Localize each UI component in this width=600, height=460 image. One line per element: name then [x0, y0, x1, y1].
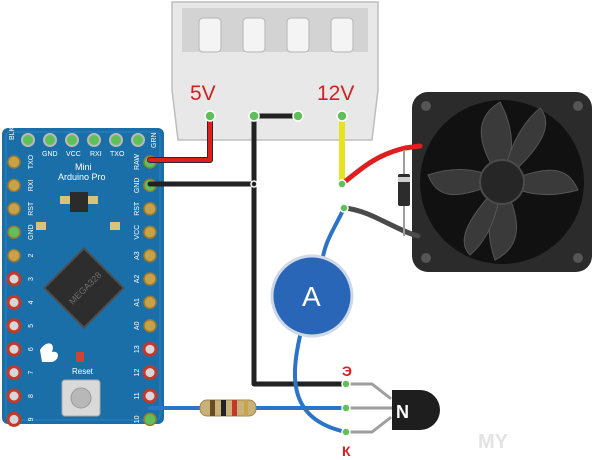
right-pin	[143, 272, 157, 286]
left-pin-label: 7	[28, 371, 35, 375]
top-pin-label: GRN	[151, 132, 158, 148]
diode	[398, 174, 410, 206]
right-pin	[142, 365, 158, 381]
top-pin-label: RXI	[90, 151, 102, 158]
right-pin	[142, 388, 158, 404]
smd-component	[60, 196, 70, 204]
left-pin	[7, 178, 21, 193]
wires	[147, 113, 423, 434]
npn-transistor: N Э К	[342, 363, 440, 459]
left-pin-label: 8	[28, 394, 35, 398]
left-pin-label: 5	[28, 324, 35, 328]
wire-fan-black	[341, 205, 421, 239]
junction-points	[204, 110, 351, 437]
right-pin-label: A2	[134, 275, 141, 284]
led	[76, 352, 84, 362]
power-connector: 5V 12V	[171, 1, 379, 141]
left-pin-label: 6	[28, 347, 35, 351]
emitter-label: Э	[342, 363, 352, 379]
right-pin-label: A1	[134, 298, 141, 307]
smd-component	[110, 222, 120, 230]
reset-label: Reset	[72, 367, 94, 376]
right-pin-label: 11	[134, 392, 141, 399]
left-pin-label: 3	[28, 277, 35, 281]
left-pin-header: TXO RXI RST GND 2 3 4 5 6 7 8 9	[6, 154, 35, 427]
wire-ammeter-collector	[293, 334, 348, 434]
wire-gnd-emitter	[251, 181, 349, 387]
right-pin	[143, 248, 157, 263]
left-pin-label: GND	[28, 224, 35, 240]
ammeter: A	[270, 254, 354, 338]
label-12v: 12V	[317, 82, 354, 105]
sparkfun-logo-icon	[40, 343, 58, 362]
voltage-regulator	[70, 192, 88, 212]
left-pin	[7, 225, 21, 239]
resistor	[199, 399, 257, 417]
right-pin	[143, 295, 157, 310]
left-pin-label: 4	[28, 300, 35, 304]
right-pin	[143, 225, 157, 239]
watermark: MY	[478, 431, 509, 453]
top-pin-labels: BLK GND VCC RXI TXO GRN	[9, 126, 158, 158]
collector-label: К	[342, 443, 351, 459]
right-pin	[142, 341, 158, 357]
left-pin	[6, 365, 22, 381]
left-pin-label: RXI	[28, 180, 35, 192]
left-pin	[6, 341, 22, 357]
left-pin	[6, 318, 22, 334]
connector-slots	[198, 17, 354, 53]
left-pin-label: 9	[28, 417, 35, 421]
left-pin	[6, 411, 22, 427]
label-5v: 5V	[190, 82, 216, 105]
right-pin-label: 12	[134, 369, 141, 377]
left-pin	[6, 388, 22, 404]
transistor-symbol: N	[396, 402, 409, 422]
right-pin-label: VCC	[134, 225, 141, 240]
wire-fan-red	[339, 143, 423, 187]
left-pin-label: RST	[28, 201, 35, 216]
right-pin-label: A3	[134, 251, 141, 260]
cooling-fan	[412, 92, 592, 272]
left-pin-label: TXO	[28, 154, 35, 169]
right-pin	[143, 412, 157, 427]
top-pin-label: VCC	[66, 151, 81, 158]
board-title-line2: Arduino Pro	[58, 172, 106, 182]
top-pin-label: BLK	[9, 126, 16, 140]
transistor-lead-emitter	[344, 382, 392, 400]
arduino-pro-mini-board: BLK GND VCC RXI TXO GRN Mini Arduino Pro…	[2, 126, 164, 427]
right-pin-label: 10	[134, 415, 141, 423]
top-pins	[21, 133, 145, 147]
top-pin-label: GND	[42, 151, 58, 158]
right-pin-label: GND	[134, 178, 141, 194]
left-pin	[7, 248, 21, 263]
right-pin-label: RST	[134, 201, 141, 216]
smd-component	[36, 222, 46, 230]
wire-ammeter-fan	[320, 206, 346, 264]
right-pin-label: A0	[134, 321, 141, 330]
right-pin-label: 13	[134, 345, 141, 353]
transistor-lead-collector	[344, 416, 392, 434]
ammeter-symbol: A	[302, 281, 321, 312]
right-pin-label: RAW	[134, 154, 141, 170]
right-pin	[143, 202, 157, 216]
left-pin	[7, 202, 21, 216]
mcu-chip: MEGA328	[42, 246, 126, 330]
board-title-line1: Mini	[75, 162, 92, 172]
wire-gnd	[147, 113, 301, 187]
left-pin	[6, 271, 22, 287]
right-pin	[143, 319, 157, 333]
left-pin	[7, 155, 21, 169]
left-pin	[6, 294, 22, 310]
left-pin-label: 2	[28, 254, 35, 258]
reset-button[interactable]	[61, 379, 101, 417]
smd-component	[88, 196, 98, 204]
top-pin-label: TXO	[110, 151, 125, 158]
